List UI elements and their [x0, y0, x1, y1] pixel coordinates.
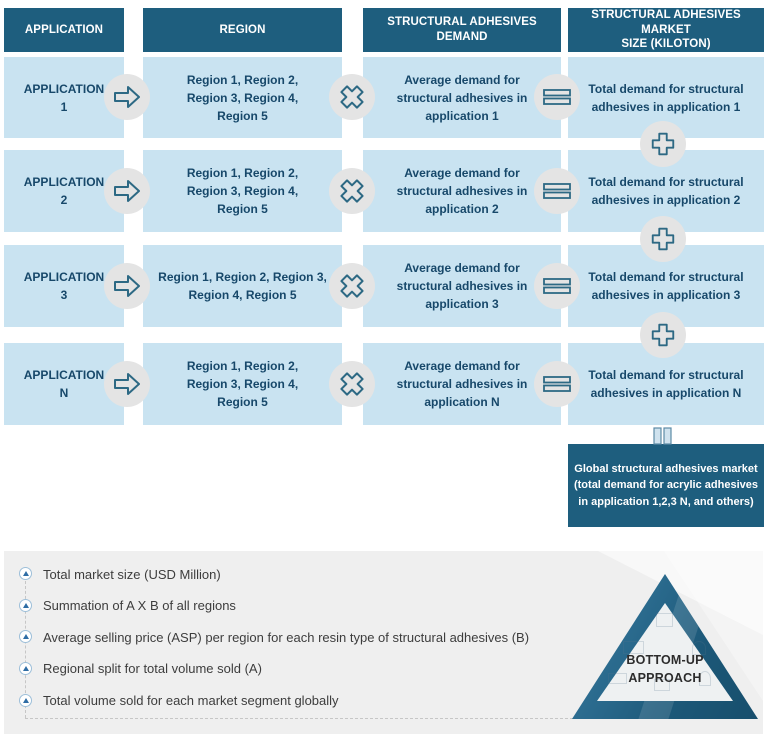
demand-cell-2: Average demand for structural adhesives …	[363, 150, 561, 232]
triangle-up-bullet-icon	[19, 599, 32, 612]
equals-icon	[534, 361, 580, 407]
legend-panel: Total market size (USD Million) Summatio…	[4, 551, 763, 734]
demand-cell-1: Average demand for structural adhesives …	[363, 57, 561, 138]
approach-label: BOTTOM-UP APPROACH	[626, 653, 704, 686]
region-cell-3: Region 1, Region 2, Region 3, Region 4, …	[143, 245, 342, 327]
laptop-icon	[623, 641, 644, 654]
equals-icon	[534, 263, 580, 309]
plus-icon	[640, 121, 686, 167]
arrow-right-icon	[104, 361, 150, 407]
plus-icon	[640, 216, 686, 262]
triangle-up-bullet-icon	[19, 567, 32, 580]
column-header-application: APPLICATION	[4, 8, 124, 52]
triangle-up-bullet-icon	[19, 694, 32, 707]
headphones-icon	[692, 641, 706, 655]
triangle-up-bullet-icon	[19, 662, 32, 675]
total-cell-n: Total demand for structural adhesives in…	[568, 343, 764, 425]
legend-connector-line	[25, 718, 578, 719]
column-header-demand: STRUCTURAL ADHESIVES DEMAND	[363, 8, 561, 52]
legend-item: Total market size (USD Million)	[43, 566, 221, 582]
region-cell-2: Region 1, Region 2, Region 3, Region 4, …	[143, 150, 342, 232]
book-icon	[656, 613, 673, 627]
multiply-cross-icon	[329, 263, 375, 309]
legend-item: Total volume sold for each market segmen…	[43, 692, 339, 708]
person-icon	[699, 671, 711, 686]
total-cell-1: Total demand for structural adhesives in…	[568, 57, 764, 138]
column-header-market-size: STRUCTURAL ADHESIVES MARKET SIZE (KILOTO…	[568, 8, 764, 52]
equals-icon	[534, 168, 580, 214]
column-header-region: REGION	[143, 8, 342, 52]
handshake-icon	[608, 673, 627, 684]
equals-icon	[534, 74, 580, 120]
double-bar-icon	[652, 427, 674, 450]
demand-cell-n: Average demand for structural adhesives …	[363, 343, 561, 425]
region-cell-n: Region 1, Region 2, Region 3, Region 4, …	[143, 343, 342, 425]
arrow-right-icon	[104, 74, 150, 120]
multiply-cross-icon	[329, 74, 375, 120]
multiply-cross-icon	[329, 168, 375, 214]
arrow-right-icon	[104, 168, 150, 214]
arrow-right-icon	[104, 263, 150, 309]
region-cell-1: Region 1, Region 2, Region 3, Region 4, …	[143, 57, 342, 138]
building-icon	[654, 679, 670, 691]
plus-icon	[640, 312, 686, 358]
multiply-cross-icon	[329, 361, 375, 407]
triangle-up-bullet-icon	[19, 630, 32, 643]
legend-item: Summation of A X B of all regions	[43, 597, 236, 613]
legend-connector-line	[25, 581, 26, 718]
demand-cell-3: Average demand for structural adhesives …	[363, 245, 561, 327]
legend-item: Regional split for total volume sold (A)	[43, 660, 262, 676]
legend-item: Average selling price (ASP) per region f…	[43, 629, 530, 645]
global-market-box: Global structural adhesives market (tota…	[568, 444, 764, 527]
